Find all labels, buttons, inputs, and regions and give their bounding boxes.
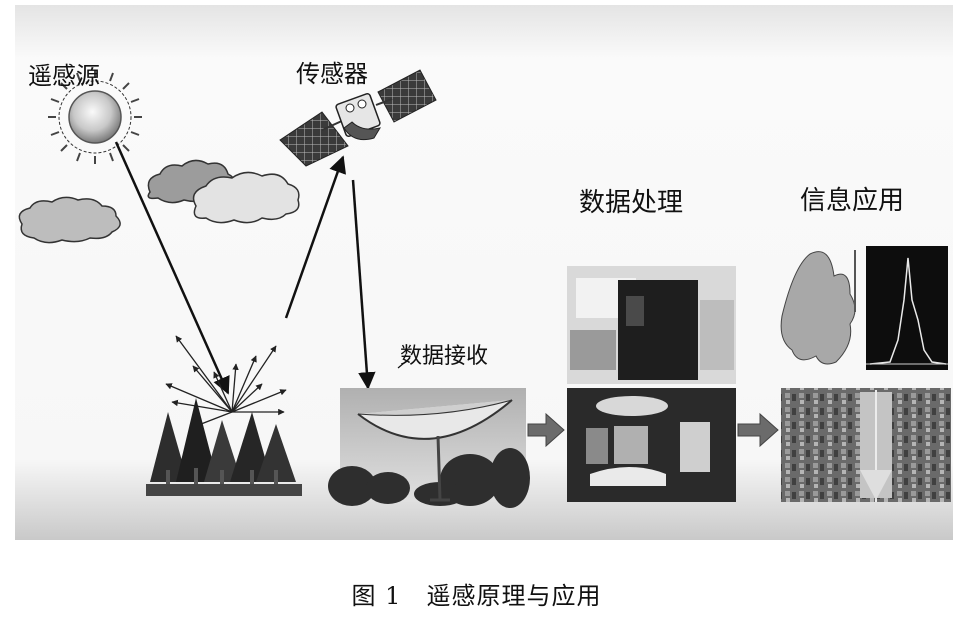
figure-caption: 图 1 遥感原理与应用 [351, 582, 602, 610]
trees-icon [146, 398, 302, 496]
info-application-label: 信息应用 [800, 186, 905, 216]
scatter-rays [165, 335, 287, 427]
sun-icon [48, 70, 142, 164]
control-room-photo [567, 388, 736, 502]
satellite-icon [279, 69, 437, 167]
data-receive-label: 数据接收 [400, 344, 489, 369]
satellite-image [781, 388, 951, 502]
antenna-photo [328, 388, 530, 508]
server-icon [618, 280, 698, 380]
data-processing-label: 数据处理 [579, 188, 684, 218]
map-icon [780, 251, 856, 365]
classification-map [780, 250, 856, 365]
antenna-icon [357, 399, 513, 502]
histogram-icon [866, 246, 948, 370]
sensor-label: 传感器 [296, 60, 368, 88]
receive-label-pointer [397, 357, 411, 369]
radiation-paths [114, 141, 376, 395]
cloud-icon [18, 196, 121, 244]
source-label: 遥感源 [28, 62, 100, 90]
server-room-photo [567, 266, 736, 384]
cloud-icon [192, 171, 300, 224]
flow-arrows [527, 412, 779, 448]
